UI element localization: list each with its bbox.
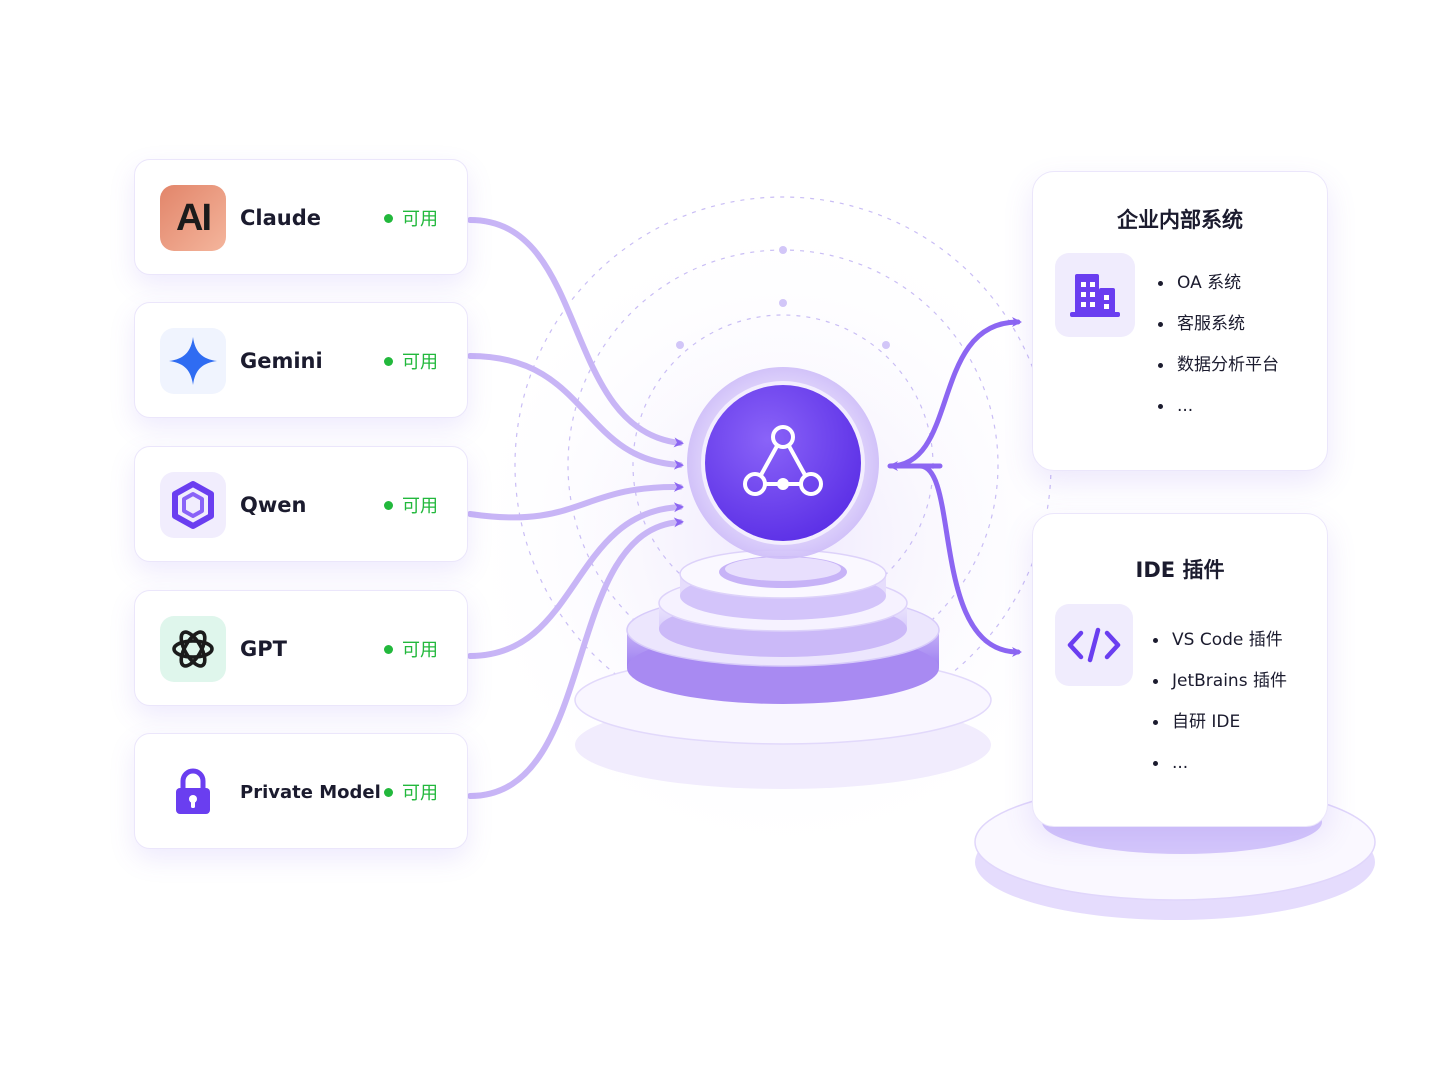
model-name: Qwen [240, 493, 307, 517]
status-dot-icon [384, 500, 393, 510]
list-item: 自研 IDE [1150, 702, 1287, 743]
status-dot-icon [384, 644, 393, 654]
status-dot-icon [384, 213, 393, 223]
hub-pedestal [574, 549, 992, 789]
model-name: GPT [240, 637, 287, 661]
model-card-qwen[interactable]: Qwen 可用 [134, 446, 468, 562]
openai-logo [160, 616, 226, 682]
status-dot-icon [384, 787, 393, 797]
qwen-logo [160, 472, 226, 538]
list-item: 数据分析平台 [1155, 345, 1279, 386]
building-icon [1055, 253, 1135, 337]
system-card-title: IDE 插件 [1135, 558, 1225, 582]
system-item-list: OA 系统 客服系统 数据分析平台 ... [1155, 263, 1279, 427]
system-connectors [887, 317, 1022, 657]
status-badge: 可用 [384, 447, 438, 563]
code-icon [1055, 604, 1133, 686]
status-badge: 可用 [384, 160, 438, 276]
system-card-enterprise: 企业内部系统 OA 系统 客服系统 数据分析平台 ... [1032, 171, 1328, 471]
status-dot-icon [384, 356, 393, 366]
list-item: JetBrains 插件 [1150, 661, 1287, 702]
system-item-list: VS Code 插件 JetBrains 插件 自研 IDE ... [1150, 620, 1287, 784]
list-item: VS Code 插件 [1150, 620, 1287, 661]
status-badge: 可用 [384, 591, 438, 707]
network-nodes-icon [743, 425, 823, 496]
system-card-title: 企业内部系统 [1117, 208, 1243, 232]
status-badge: 可用 [384, 303, 438, 419]
model-card-gpt[interactable]: GPT 可用 [134, 590, 468, 706]
list-item: OA 系统 [1155, 263, 1279, 304]
list-item: ... [1155, 386, 1279, 427]
anthropic-logo: AI [160, 185, 226, 251]
list-item: ... [1150, 743, 1287, 784]
lock-icon [160, 759, 226, 825]
model-name: Gemini [240, 349, 323, 373]
list-item: 客服系统 [1155, 304, 1279, 345]
model-card-gemini[interactable]: Gemini 可用 [134, 302, 468, 418]
model-card-claude[interactable]: AI Claude 可用 [134, 159, 468, 275]
gemini-sparkle-icon [160, 328, 226, 394]
hub-orb [687, 367, 879, 559]
model-name: Private Model [240, 781, 381, 803]
status-badge: 可用 [384, 734, 438, 850]
model-card-private[interactable]: Private Model 可用 [134, 733, 468, 849]
system-card-ide: IDE 插件 VS Code 插件 JetBrains 插件 自研 IDE ..… [1032, 513, 1328, 827]
model-connectors [467, 217, 684, 799]
model-name: Claude [240, 206, 322, 230]
